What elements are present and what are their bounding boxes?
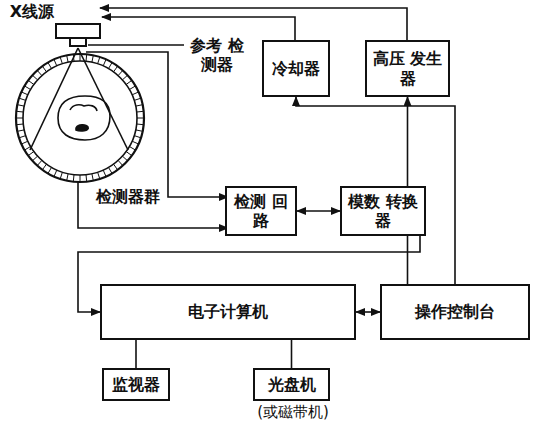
box-label: 高压 发生器 [367, 49, 448, 87]
detector-hatch [60, 172, 62, 179]
detector-hatch [114, 66, 118, 72]
detector-hatch [118, 70, 123, 75]
detector-hatch [103, 170, 106, 176]
detector-hatch [132, 141, 138, 144]
box-label: 监视器 [112, 375, 160, 394]
gantry-ring [16, 54, 144, 182]
detector-hatch [48, 63, 52, 69]
detector-hatch [103, 60, 106, 66]
detector-hatch [32, 156, 37, 161]
reference-detector-label: 参考 检测器 [186, 36, 248, 74]
detector-hatch [132, 92, 138, 95]
patient-outline [70, 105, 97, 111]
detector-hatch [19, 136, 26, 138]
detector-group-label: 检测器群 [90, 187, 166, 206]
detector-hatch [118, 160, 123, 165]
disc-drive-box: 光盘机 [253, 368, 330, 401]
box-label: 冷却器 [272, 59, 320, 78]
adc-box: 模数 转换器 [340, 186, 426, 236]
detector-hatch [17, 105, 24, 106]
detector-hatch [134, 136, 141, 138]
detector-hatch [73, 175, 75, 182]
detector-hatch [32, 75, 37, 80]
detector-hatch [137, 111, 144, 113]
detector-hatch [92, 174, 93, 181]
detector-hatch [129, 86, 135, 90]
detector-hatch [92, 55, 93, 62]
detector-hatch [54, 60, 57, 66]
detector-signal [78, 182, 228, 228]
detector-hatch [98, 172, 100, 179]
detector-hatch [28, 80, 34, 84]
connector [297, 210, 340, 212]
detector-hatch [114, 164, 118, 170]
detector-hatch [109, 63, 113, 69]
detector-hatch [109, 167, 113, 173]
connector [291, 340, 293, 368]
xray-window [70, 38, 86, 46]
patient-organ [76, 125, 88, 131]
detector-hatch [60, 57, 62, 64]
detector-hatch [48, 167, 52, 173]
hv-cable [100, 8, 407, 40]
monitor-box: 监视器 [102, 368, 170, 401]
detector-hatch [22, 92, 28, 95]
detector-hatch [28, 152, 34, 156]
detector-hatch [86, 175, 88, 182]
detector-hatch [137, 118, 144, 119]
detector-hatch [17, 130, 24, 131]
cooler-box: 冷却器 [262, 40, 330, 97]
detector-hatch [122, 156, 127, 161]
detector-hatch [37, 70, 42, 75]
box-label: 光盘机 [268, 375, 316, 394]
detector-hatch [136, 105, 143, 106]
detector-hatch [16, 118, 23, 119]
source-label: X线源 [3, 2, 61, 21]
detector-hatch [67, 174, 68, 181]
detector-hatch [98, 57, 100, 64]
detector-hatch [25, 86, 31, 90]
detector-hatch [42, 164, 46, 170]
detector-hatch [137, 124, 144, 126]
box-label: 模数 转换器 [342, 192, 424, 230]
detector-hatch [80, 54, 81, 61]
box-label: 电子计算机 [188, 302, 268, 321]
connector [356, 311, 380, 313]
computer-box: 电子计算机 [100, 284, 356, 340]
generator-box: 高压 发生器 [365, 40, 450, 97]
detector-hatch [42, 66, 46, 72]
detector-hatch [134, 98, 141, 100]
detector-circuit-box: 检测 回路 [225, 186, 297, 236]
connector [135, 340, 137, 368]
connector [296, 97, 455, 284]
box-label: 检测 回路 [227, 192, 295, 230]
detector-hatch [67, 55, 68, 62]
detector-ring [23, 61, 137, 175]
detector-hatch [37, 160, 42, 165]
detector-hatch [129, 147, 135, 151]
detector-hatch [136, 130, 143, 131]
detector-hatch [122, 75, 127, 80]
xray-tube [56, 24, 100, 38]
tape-drive-note: (或磁带机) [246, 403, 340, 421]
detector-hatch [19, 98, 26, 100]
detector-hatch [54, 170, 57, 176]
detector-hatch [22, 141, 28, 144]
console-box: 操作控制台 [380, 284, 530, 340]
box-label: 操作控制台 [415, 302, 495, 321]
detector-hatch [86, 54, 88, 61]
detector-hatch [16, 124, 23, 126]
detector-hatch [80, 175, 81, 182]
detector-hatch [126, 80, 132, 84]
patient-body [58, 96, 110, 140]
detector-hatch [16, 111, 23, 113]
detector-hatch [126, 152, 132, 156]
reference-leader [88, 44, 184, 46]
